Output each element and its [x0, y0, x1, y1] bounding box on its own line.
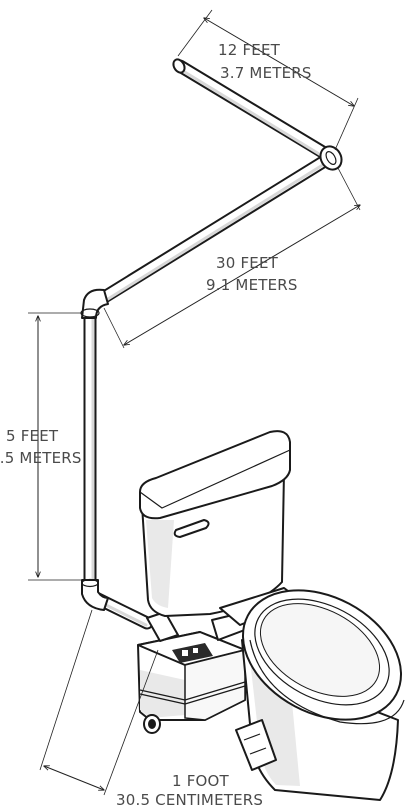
dimension-vertical-metric: 1.5 METERS — [0, 449, 82, 467]
dimension-middle-metric: 9.1 METERS — [206, 276, 298, 294]
pipe-end — [172, 58, 186, 74]
elbow-fitting-mid — [80, 288, 109, 319]
macerator-pump — [137, 611, 251, 734]
dimension-bottom-feet: 1 FOOT — [172, 772, 230, 790]
dimension-vertical-feet: 5 FEET — [6, 427, 59, 445]
dimension-middle-feet: 30 FEET — [216, 254, 279, 272]
dimension-vertical-rise: 5 FEET 1.5 METERS — [0, 312, 82, 581]
toilet — [139, 430, 405, 801]
dimension-middle-run: 30 FEET 9.1 METERS — [103, 167, 360, 349]
elbow-fitting-top — [319, 145, 343, 171]
dimension-bottom-metric: 30.5 CENTIMETERS — [116, 791, 263, 809]
dimension-bottom-run: 1 FOOT 30.5 CENTIMETERS — [39, 609, 263, 809]
elbow-fitting-bottom — [81, 578, 109, 611]
dimension-top-feet: 12 FEET — [218, 41, 281, 59]
dimension-top-run: 12 FEET 3.7 METERS — [177, 9, 359, 151]
dimension-top-metric: 3.7 METERS — [220, 64, 312, 82]
